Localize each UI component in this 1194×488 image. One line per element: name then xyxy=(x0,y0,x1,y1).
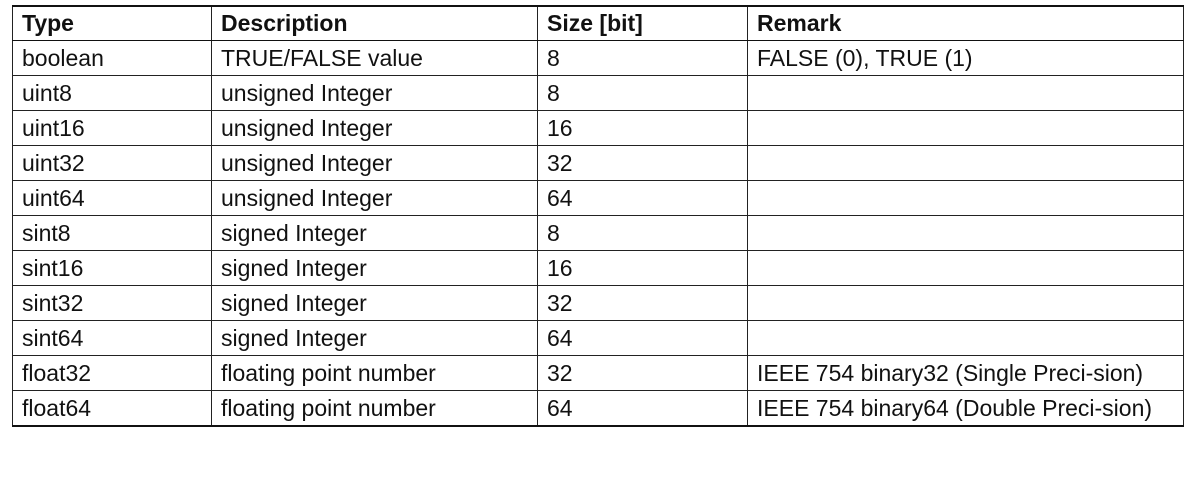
cell-type: sint8 xyxy=(12,215,212,251)
table-row: sint32 signed Integer 32 xyxy=(12,285,1184,321)
cell-type: float64 xyxy=(12,390,212,427)
cell-remark xyxy=(747,320,1184,356)
cell-description: signed Integer xyxy=(211,215,538,251)
table-row: uint16 unsigned Integer 16 xyxy=(12,110,1184,146)
table-row: uint64 unsigned Integer 64 xyxy=(12,180,1184,216)
cell-type: boolean xyxy=(12,40,212,76)
table-row: sint16 signed Integer 16 xyxy=(12,250,1184,286)
data-types-table: Type Description Size [bit] Remark boole… xyxy=(12,5,1184,427)
cell-remark xyxy=(747,250,1184,286)
cell-size: 64 xyxy=(537,180,748,216)
cell-description: unsigned Integer xyxy=(211,180,538,216)
cell-description: signed Integer xyxy=(211,250,538,286)
cell-description: unsigned Integer xyxy=(211,110,538,146)
cell-size: 32 xyxy=(537,355,748,391)
cell-description: unsigned Integer xyxy=(211,145,538,181)
cell-size: 8 xyxy=(537,215,748,251)
cell-remark: IEEE 754 binary32 (Single Preci-sion) xyxy=(747,355,1184,391)
cell-type: sint16 xyxy=(12,250,212,286)
cell-type: uint32 xyxy=(12,145,212,181)
cell-remark xyxy=(747,180,1184,216)
cell-size: 16 xyxy=(537,110,748,146)
cell-type: uint8 xyxy=(12,75,212,111)
cell-size: 32 xyxy=(537,145,748,181)
cell-type: sint32 xyxy=(12,285,212,321)
table-row: uint32 unsigned Integer 32 xyxy=(12,145,1184,181)
cell-remark: IEEE 754 binary64 (Double Preci-sion) xyxy=(747,390,1184,427)
cell-size: 64 xyxy=(537,320,748,356)
cell-size: 8 xyxy=(537,40,748,76)
cell-remark: FALSE (0), TRUE (1) xyxy=(747,40,1184,76)
cell-description: floating point number xyxy=(211,390,538,427)
cell-remark xyxy=(747,285,1184,321)
table-row: sint64 signed Integer 64 xyxy=(12,320,1184,356)
cell-remark xyxy=(747,145,1184,181)
cell-description: floating point number xyxy=(211,355,538,391)
cell-size: 8 xyxy=(537,75,748,111)
table-row: float64 floating point number 64 IEEE 75… xyxy=(12,390,1184,427)
table-row: sint8 signed Integer 8 xyxy=(12,215,1184,251)
cell-size: 16 xyxy=(537,250,748,286)
cell-description: signed Integer xyxy=(211,320,538,356)
header-remark: Remark xyxy=(747,5,1184,41)
header-type: Type xyxy=(12,5,212,41)
cell-description: TRUE/FALSE value xyxy=(211,40,538,76)
cell-remark xyxy=(747,215,1184,251)
cell-description: signed Integer xyxy=(211,285,538,321)
table-header-row: Type Description Size [bit] Remark xyxy=(12,5,1184,41)
cell-size: 32 xyxy=(537,285,748,321)
table-row: uint8 unsigned Integer 8 xyxy=(12,75,1184,111)
table-row: boolean TRUE/FALSE value 8 FALSE (0), TR… xyxy=(12,40,1184,76)
cell-type: float32 xyxy=(12,355,212,391)
cell-type: uint16 xyxy=(12,110,212,146)
cell-description: unsigned Integer xyxy=(211,75,538,111)
data-types-table-container: Type Description Size [bit] Remark boole… xyxy=(12,5,1184,427)
cell-type: uint64 xyxy=(12,180,212,216)
cell-remark xyxy=(747,75,1184,111)
header-description: Description xyxy=(211,5,538,41)
cell-remark xyxy=(747,110,1184,146)
cell-size: 64 xyxy=(537,390,748,427)
header-size: Size [bit] xyxy=(537,5,748,41)
table-row: float32 floating point number 32 IEEE 75… xyxy=(12,355,1184,391)
cell-type: sint64 xyxy=(12,320,212,356)
